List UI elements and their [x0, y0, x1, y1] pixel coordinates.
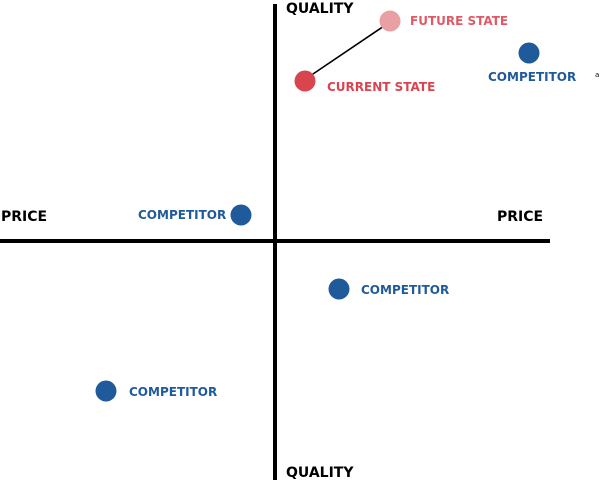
competitor-label-center: COMPETITOR	[361, 283, 449, 297]
edge-mark: a	[595, 71, 599, 79]
competitor-marker-top-right	[518, 42, 540, 64]
connector-current-to-future	[309, 25, 385, 77]
axis-label-top: QUALITY	[286, 1, 354, 17]
competitor-label-bottom-left: COMPETITOR	[129, 385, 217, 399]
competitor-label-left: COMPETITOR	[138, 208, 226, 222]
current-state-label: CURRENT STATE	[327, 80, 435, 94]
axis-label-left: PRICE	[1, 209, 47, 225]
competitor-marker-bottom-left	[95, 380, 117, 402]
competitor-marker-left	[230, 204, 252, 226]
competitor-label-top-right: COMPETITOR	[488, 70, 576, 84]
future-state-marker	[379, 10, 401, 32]
competitor-marker-center	[328, 278, 350, 300]
axis-label-bottom: QUALITY	[286, 465, 354, 481]
axis-label-right: PRICE	[497, 209, 543, 225]
future-state-label: FUTURE STATE	[410, 14, 508, 28]
current-state-marker	[294, 70, 316, 92]
